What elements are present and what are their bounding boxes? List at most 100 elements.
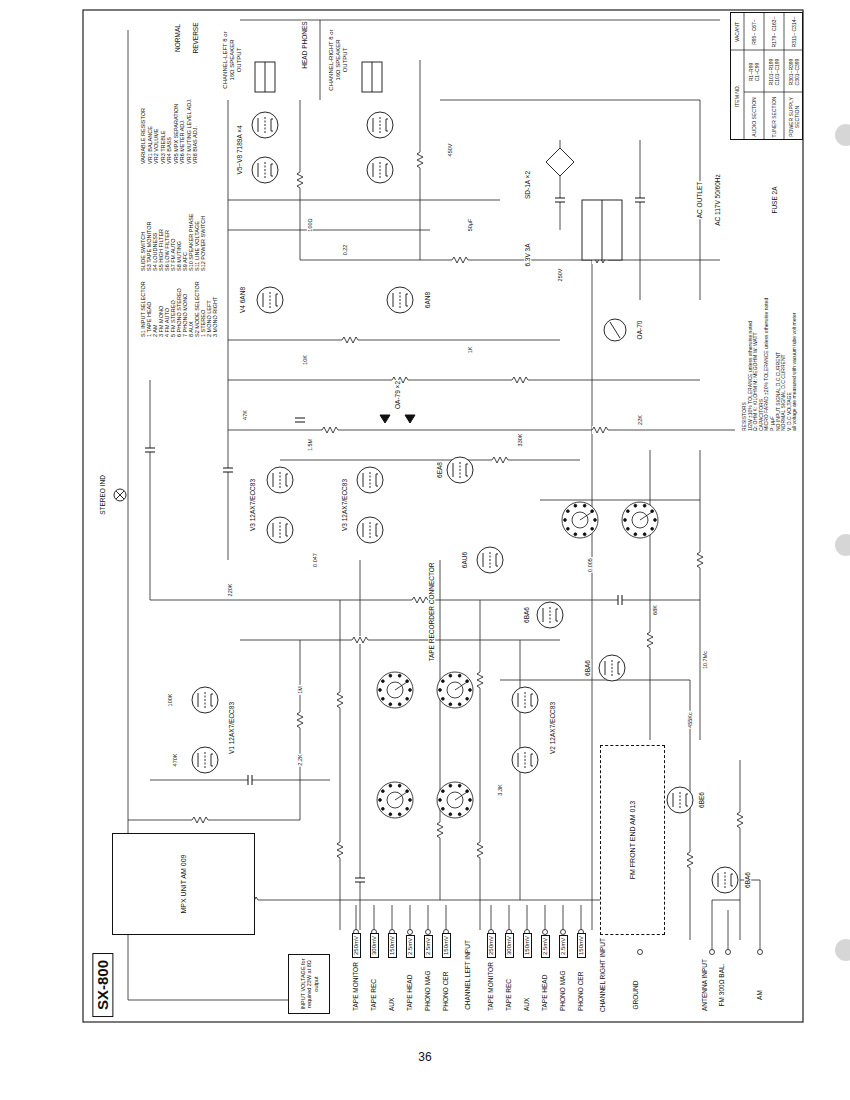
meter-symbol	[604, 319, 626, 341]
resistor-symbol	[342, 337, 358, 343]
input-name: AUX	[388, 997, 395, 1012]
table-rule	[730, 50, 803, 51]
component-value: 100K	[167, 693, 173, 708]
lamp-symbol	[114, 489, 126, 501]
wire	[228, 430, 735, 431]
vacuum-tube-symbol	[712, 867, 738, 893]
note-box: INPUT VOLTAGE for required 23W at 8Ω out…	[288, 954, 330, 1014]
capacitor-symbol	[354, 878, 366, 882]
rotary-switch-symbol	[622, 502, 658, 538]
vacuum-tube-symbol	[252, 157, 278, 183]
table-rule	[744, 12, 745, 140]
binder-holes	[835, 124, 850, 961]
part-label: HEAD PHONES	[301, 20, 308, 69]
terminal-label: CHANNEL RIGHT INPUT	[599, 937, 606, 1013]
box-label: FM FRONT END AM 013	[628, 780, 636, 900]
table-cell: AUDIO SECTION	[752, 96, 758, 138]
resistor-symbol	[437, 822, 443, 838]
legend-line: VR6 METER ADJ.	[179, 118, 185, 165]
resistor-symbol	[687, 852, 693, 868]
binder-hole	[835, 534, 850, 556]
wire	[228, 100, 229, 560]
input-level: 150mV	[523, 933, 532, 958]
vacuum-tube-symbol	[512, 687, 538, 713]
component-value: 1M	[297, 685, 303, 695]
input-name: TAPE HEAD	[406, 974, 413, 1012]
part-label: FUSE 2A	[771, 185, 778, 214]
input-level: 300mV	[505, 933, 514, 958]
vacuum-tube-symbol	[357, 517, 383, 543]
wire	[228, 380, 700, 381]
input-level: 250mV	[487, 933, 496, 958]
input-name: TAPE REC	[370, 978, 377, 1012]
resistor-symbol	[452, 257, 468, 263]
output-label: CHANNEL-RIGHT 8 or 16Ω SPEAKER OUTPUT	[328, 28, 349, 92]
table-cell: R95~ C67~	[752, 15, 758, 49]
resistor-symbol	[477, 842, 483, 858]
input-level: 2.5mV	[424, 935, 433, 958]
output-label: CHANNEL-LEFT 8 or 16Ω SPEAKER OUTPUT	[222, 28, 243, 92]
capacitor-symbol	[634, 198, 646, 202]
resistor-symbol	[592, 427, 608, 433]
component-value: 1K	[467, 346, 473, 355]
vacuum-tube-symbol	[267, 467, 293, 493]
input-name: TAPE REC	[505, 978, 512, 1012]
part-label: OA-70	[636, 320, 643, 341]
part-label: V4 6AN8	[239, 286, 246, 314]
rotary-switch-symbol	[437, 782, 473, 818]
terminal-label: AM	[756, 989, 763, 1001]
table-cell: R311~ C314~	[792, 15, 798, 49]
vacuum-tube-symbol	[192, 747, 218, 773]
wire	[128, 1000, 290, 1001]
terminal-label: FM 300Ω BAL.	[718, 963, 725, 1008]
vacuum-tube-symbol	[599, 655, 625, 681]
component-value: 2.2K	[297, 753, 303, 766]
vacuum-tube-symbol	[267, 517, 293, 543]
component-value: 250V	[557, 268, 563, 283]
input-name: AUX	[523, 997, 530, 1012]
wire	[300, 260, 720, 261]
legend-line: VR4 BASS	[166, 136, 172, 165]
resistor-symbol	[297, 712, 303, 728]
part-label: SD-1A ×2	[524, 170, 531, 200]
rotary-switch-symbol	[377, 782, 413, 818]
resistor-symbol	[477, 672, 483, 688]
capacitor-symbol	[618, 594, 622, 606]
component-value: 3.3K	[497, 783, 503, 796]
part-label: V3 12AX7/ECC83	[249, 478, 256, 532]
part-label: 6BA6	[584, 659, 591, 677]
component-value: 220K	[227, 583, 233, 598]
component-value: 0.047	[312, 552, 318, 568]
terminal-symbol	[758, 950, 763, 955]
component-value: 22K	[637, 414, 643, 426]
wire	[374, 905, 375, 932]
component-value: 470K	[172, 753, 178, 768]
component-value: 450V	[447, 143, 453, 158]
table-cell: R301~R399 C301~C399	[789, 53, 801, 91]
wire	[545, 905, 546, 932]
wire	[280, 460, 580, 461]
component-value: 0.005	[587, 557, 593, 573]
component-value: 0.22	[342, 244, 348, 257]
resistor-symbol	[322, 427, 338, 433]
parts-table: ITEM NO.VACANTAUDIO SECTIONR1~R99 C1~C99…	[730, 12, 803, 140]
table-cell: ITEM NO.	[735, 56, 741, 136]
legend-line: VR1 BALANCE	[147, 125, 153, 165]
wire	[340, 600, 341, 930]
vacuum-tube-symbol	[667, 787, 693, 813]
capacitor-symbol	[222, 468, 234, 472]
wire	[128, 640, 300, 820]
transformer-symbol	[362, 62, 382, 92]
wire	[640, 140, 641, 300]
terminal-label: CHANNEL LEFT INPUT	[464, 939, 471, 1011]
box-label: MPX UNIT AM 009	[179, 844, 187, 924]
resistor-symbol	[647, 632, 653, 648]
input-level: 150mV	[388, 933, 397, 958]
wire	[320, 20, 321, 100]
unit-box: FM FRONT END AM 013	[600, 745, 665, 935]
rotary-switch-symbol	[562, 502, 598, 538]
table-rule	[784, 12, 785, 140]
page-frame	[83, 10, 803, 1022]
input-name: PHONO CER	[442, 971, 449, 1012]
wire	[509, 905, 510, 932]
